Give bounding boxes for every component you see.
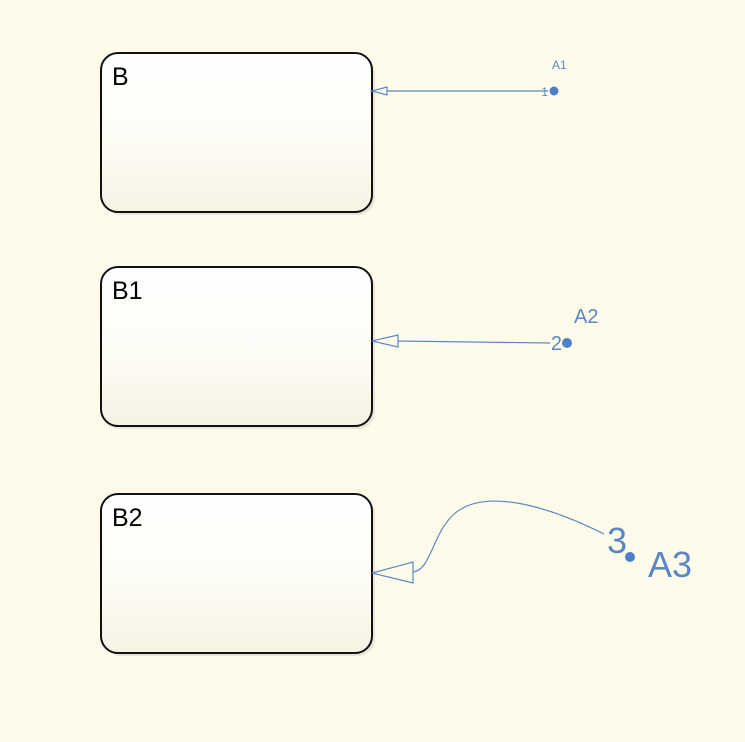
state-b2-label: B2 [112, 504, 143, 532]
transition-a3[interactable]: A3 3 [371, 500, 692, 585]
junction-a1-label: A1 [552, 58, 567, 72]
transition-a2[interactable]: A2 2 [371, 306, 598, 355]
junction-a2-label: A2 [574, 306, 598, 328]
state-b1-label: B1 [112, 277, 143, 305]
transition-a3-line[interactable] [411, 500, 605, 573]
transition-a2-order: 2 [551, 333, 562, 355]
transition-a1-arrowhead [369, 86, 388, 96]
state-b2[interactable]: B2 [100, 493, 375, 656]
transition-a3-order: 3 [607, 520, 627, 561]
state-b-box[interactable] [100, 52, 373, 213]
state-b1[interactable]: B1 [100, 266, 375, 429]
junction-a3-dot[interactable] [625, 552, 635, 562]
transition-a3-arrowhead [371, 561, 414, 584]
transition-a2-line[interactable] [396, 340, 551, 344]
junction-a2-dot[interactable] [562, 338, 572, 348]
state-b-label: B [112, 63, 129, 91]
junction-a3-label: A3 [648, 544, 692, 585]
transition-a1[interactable]: A1 1 [369, 58, 567, 99]
transition-a2-arrowhead [371, 334, 399, 348]
state-b1-box[interactable] [100, 266, 373, 427]
state-b[interactable]: B [100, 52, 375, 215]
junction-a1-dot[interactable] [549, 86, 559, 96]
transition-a1-order: 1 [541, 85, 548, 99]
